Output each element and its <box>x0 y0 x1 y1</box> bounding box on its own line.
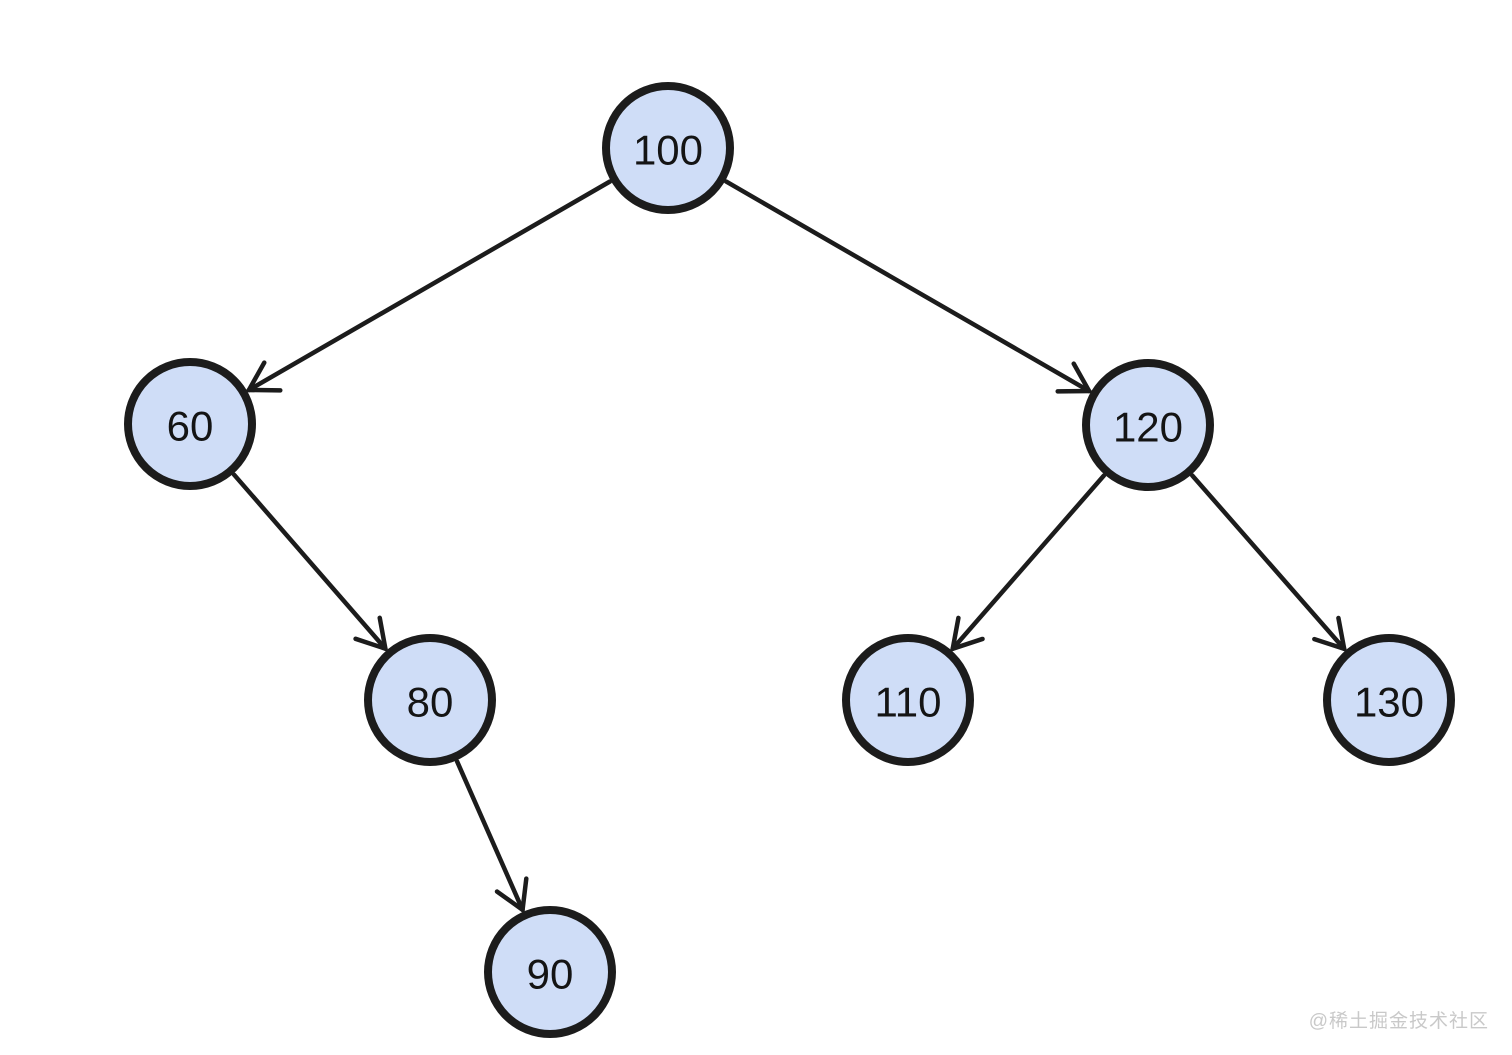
tree-node-80: 80 <box>364 634 496 766</box>
node-label: 110 <box>875 679 942 726</box>
edge-80-to-90 <box>454 759 529 914</box>
node-circle <box>602 82 734 214</box>
node-label: 130 <box>1354 679 1424 726</box>
edge-120-to-110 <box>949 473 1107 653</box>
edge-100-to-120 <box>723 179 1093 394</box>
edge-120-to-130 <box>1189 473 1348 653</box>
tree-node-120: 120 <box>1082 359 1214 491</box>
node-circle <box>1323 634 1455 766</box>
node-circle <box>484 906 616 1038</box>
node-label: 120 <box>1113 404 1183 451</box>
node-label: 100 <box>633 127 703 174</box>
tree-node-60: 60 <box>124 358 256 490</box>
node-circle <box>364 634 496 766</box>
node-circle <box>842 634 974 766</box>
tree-node-90: 90 <box>484 906 616 1038</box>
tree-node-130: 130 <box>1323 634 1455 766</box>
tree-node-100: 100 <box>602 82 734 214</box>
node-circle <box>124 358 256 490</box>
node-circle <box>1082 359 1214 491</box>
node-label: 80 <box>407 679 454 726</box>
tree-node-110: 110 <box>842 634 974 766</box>
edge-100-to-60 <box>245 179 613 393</box>
node-label: 60 <box>167 403 214 450</box>
edge-60-to-80 <box>231 472 389 653</box>
node-label: 90 <box>527 951 574 998</box>
watermark: @稀土掘金技术社区 <box>1308 1011 1489 1032</box>
